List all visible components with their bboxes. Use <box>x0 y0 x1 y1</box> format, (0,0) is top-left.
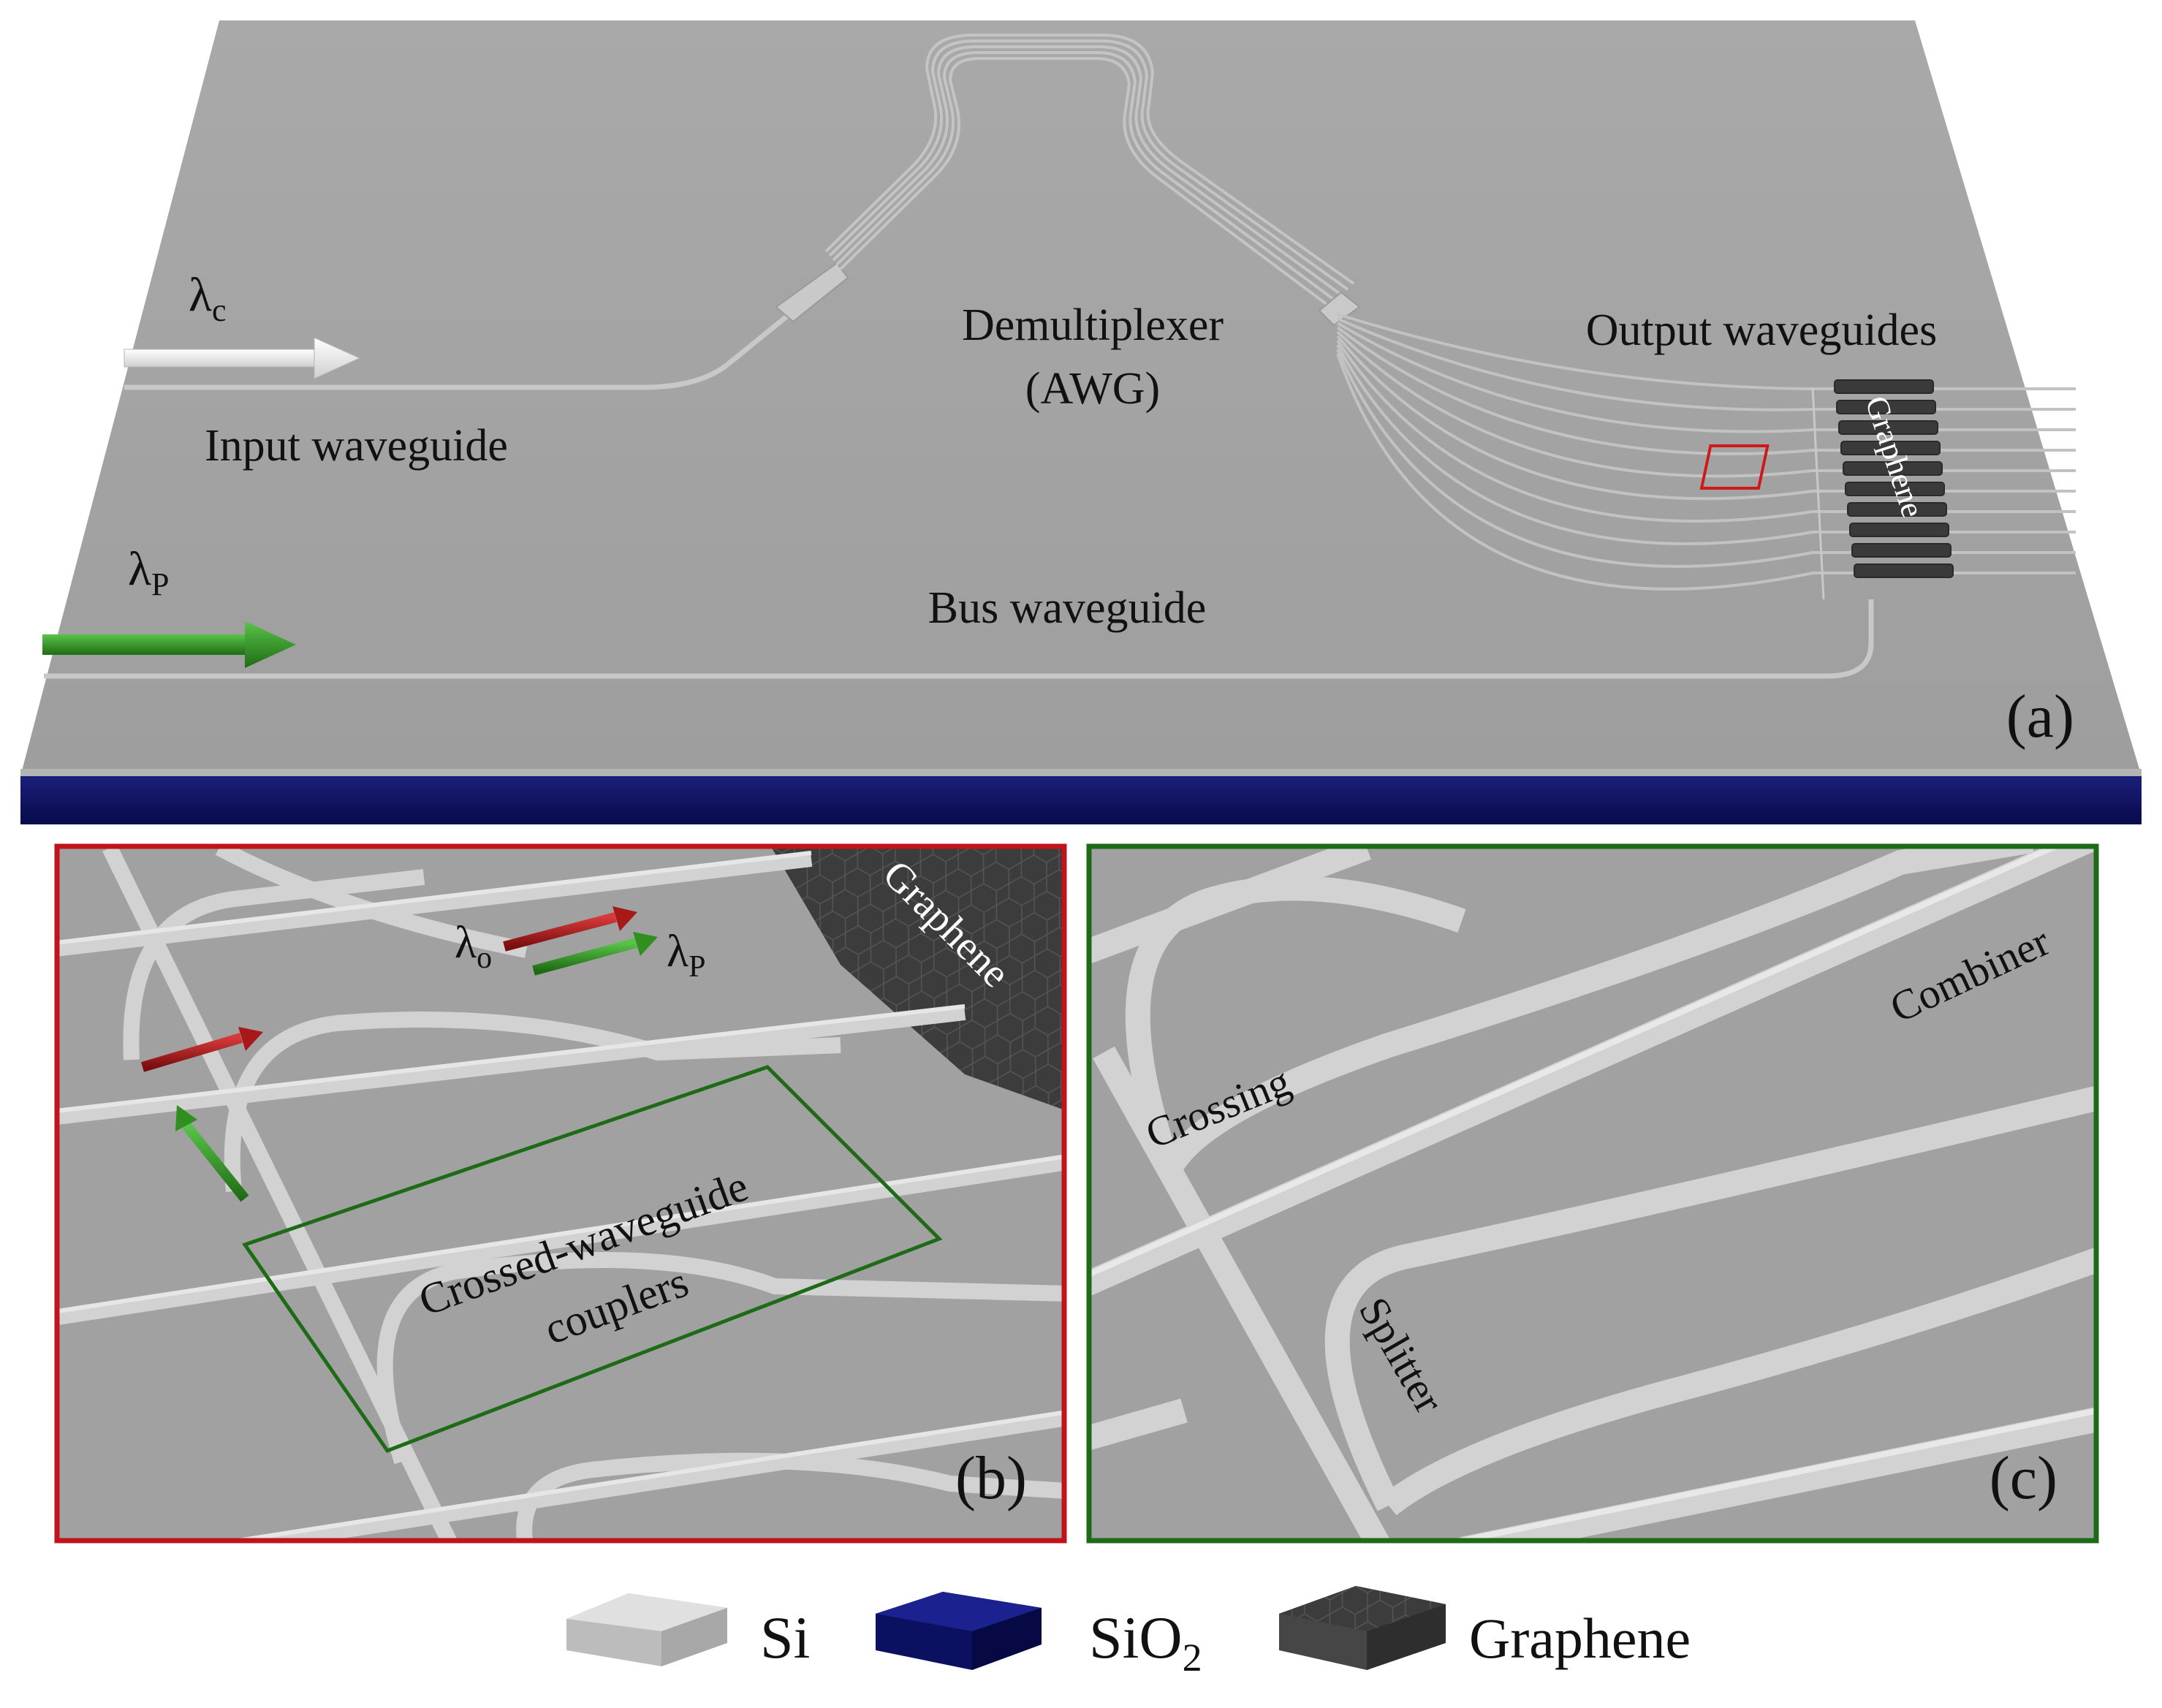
awg-input-taper <box>775 262 849 323</box>
red-arrow-b2 <box>141 1027 263 1072</box>
green-arrow-b2 <box>175 1105 249 1202</box>
output-waveguide-fan <box>1336 313 2076 591</box>
lambda-p-label: λP <box>128 542 170 602</box>
green-arrow-b1 <box>532 932 658 976</box>
waveguides-b <box>57 846 1064 1541</box>
input-waveguide <box>124 312 792 390</box>
output-waveguides-label: Output waveguides <box>1586 305 1937 355</box>
panel-c: Crossing Combiner Splitter (c) <box>1086 843 2099 1544</box>
bus-waveguide <box>44 599 1874 679</box>
panel-c-frame <box>1086 843 2099 1544</box>
legend-si-swatch <box>566 1593 727 1666</box>
coupler-highlight-box <box>242 1065 943 1454</box>
demux-label-line2: (AWG) <box>1025 364 1160 414</box>
panel-b: Graphene λo λP Crossed-waveguide coupler… <box>54 843 1067 1544</box>
legend: Si SiO2 Graphene <box>566 1586 1691 1679</box>
lambda-p-label-b: λP <box>667 927 705 984</box>
lambda-p-arrow <box>42 621 296 668</box>
substrate-side <box>20 776 2142 824</box>
legend-graphene-swatch <box>1279 1586 1446 1670</box>
awg-arms <box>824 34 1355 308</box>
panel-a: λc Input waveguide λP Demultiplexer (AWG… <box>20 20 2142 824</box>
bus-waveguide-label: Bus waveguide <box>928 583 1207 633</box>
panel-b-frame <box>54 843 1067 1544</box>
bus-tap-line <box>1811 387 1825 600</box>
substrate-front-edge <box>20 769 2142 776</box>
panel-c-label: (c) <box>1990 1444 2057 1512</box>
graphene-strips <box>1834 379 1954 578</box>
lambda-c-arrow <box>124 337 361 379</box>
red-arrow-b1 <box>503 906 637 952</box>
waveguides-c <box>1089 846 2096 1541</box>
lambda-c-label: λc <box>189 268 227 328</box>
zoom-marker-box <box>1699 444 1770 490</box>
input-waveguide-label: Input waveguide <box>205 421 508 471</box>
legend-graphene-label: Graphene <box>1469 1606 1691 1670</box>
legend-sio2-label: SiO2 <box>1089 1604 1202 1679</box>
lambda-o-label: λo <box>455 918 492 975</box>
legend-si-label: Si <box>760 1604 810 1671</box>
panel-b-label: (b) <box>955 1444 1027 1512</box>
demux-label-line1: Demultiplexer <box>962 300 1224 350</box>
panel-a-label: (a) <box>2006 683 2074 751</box>
graphene-patch-b <box>770 846 1064 1110</box>
substrate-top <box>20 20 2142 776</box>
legend-sio2-swatch <box>876 1592 1042 1670</box>
awg-output-taper <box>1318 291 1361 327</box>
